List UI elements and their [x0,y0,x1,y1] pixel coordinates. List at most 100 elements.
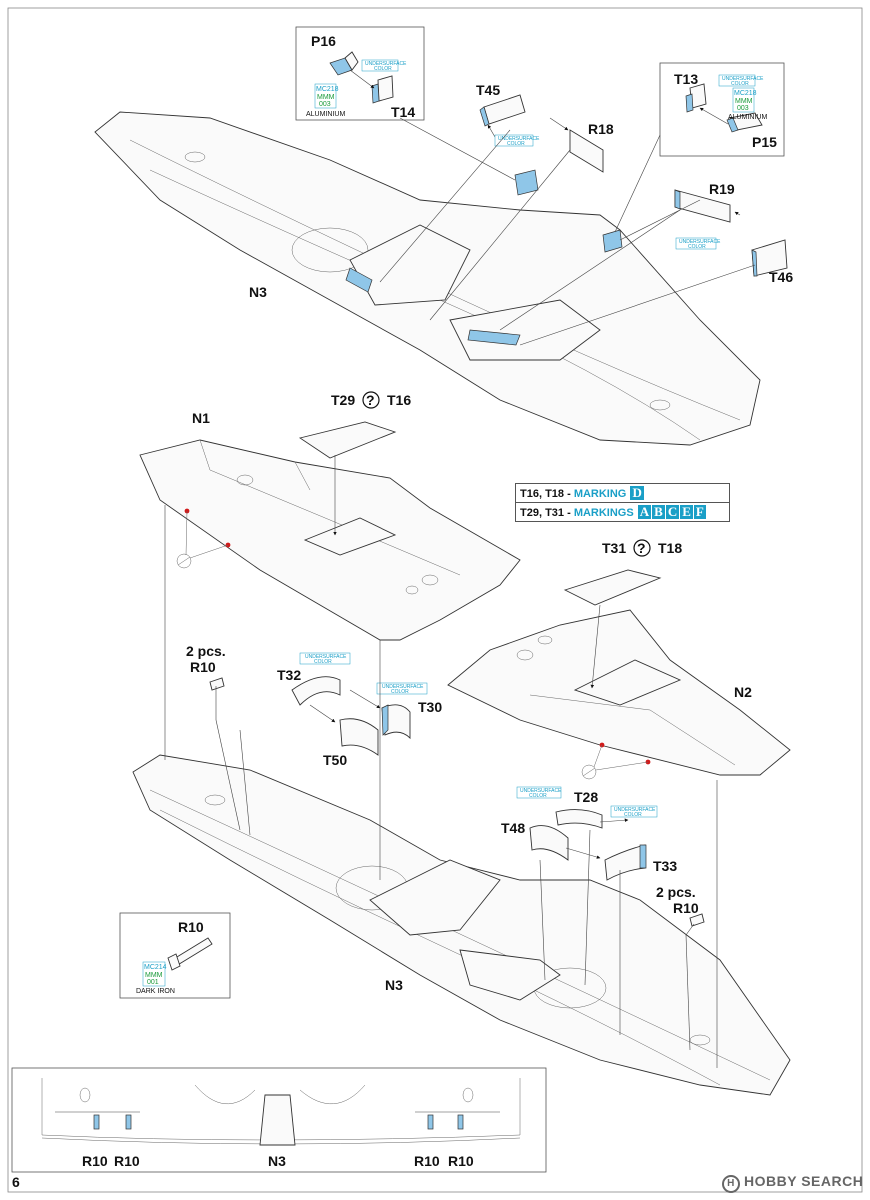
detail-view-wing [41,1078,521,1146]
label-r10-detail-4: R10 [448,1153,474,1169]
label-r10-detail-3: R10 [414,1153,440,1169]
part-t33 [604,844,647,881]
undersurface-note-t33: UNDERSURFACE [614,807,656,813]
marking-letter-c: C [665,504,680,519]
bottom-wing-assembly [132,754,791,1096]
part-t29-t16 [298,421,397,459]
svg-text:MC218: MC218 [734,90,757,97]
part-t30 [381,704,411,740]
svg-text:MC214: MC214 [144,964,167,971]
installed-t13-p15 [602,229,623,253]
svg-text:COLOR: COLOR [507,141,525,147]
undersurface-note-t14: UNDERSURFACE [365,61,407,67]
label-2pcs-left: 2 pcs. [186,643,226,659]
undersurface-note-t28: UNDERSURFACE [520,788,562,794]
page-border [7,7,863,1193]
label-t28: T28 [574,789,598,805]
svg-text:?: ? [637,540,646,556]
svg-text:ALUMINIUM: ALUMINIUM [728,114,767,121]
top-wing-assembly [94,111,761,446]
undersurface-note-t13: UNDERSURFACE [722,76,764,82]
marking-letter-b: B [652,504,665,519]
part-t28 [555,809,603,829]
label-p15: P15 [752,134,777,150]
svg-text:COLOR: COLOR [314,659,332,665]
svg-text:003: 003 [319,101,331,108]
svg-text:COLOR: COLOR [731,81,749,87]
marking-letter-d: D [630,485,644,500]
label-t32: T32 [277,667,301,683]
svg-text:MC218: MC218 [316,86,339,93]
marking-letter-f: F [693,504,706,519]
part-r19 [674,189,731,223]
part-p16 [329,51,359,76]
color-box-aluminium: MC218 MMM 003 ALUMINIUM [306,83,345,118]
part-r10-right [685,913,705,936]
part-r18 [569,129,604,173]
undersurface-note-t32: UNDERSURFACE [305,654,347,660]
svg-text:COLOR: COLOR [624,812,642,818]
svg-text:001: 001 [147,979,159,986]
undersurface-note-t46: UNDERSURFACE [679,239,721,245]
label-t48: T48 [501,820,525,836]
label-t45: T45 [476,82,500,98]
svg-text:COLOR: COLOR [688,244,706,250]
part-t14 [371,75,394,104]
markings-table: T16, T18 - MARKING D T29, T31 - MARKINGS… [515,483,730,522]
part-t31-t18 [563,569,662,606]
label-2pcs-right: 2 pcs. [656,884,696,900]
label-t50: T50 [323,752,347,768]
label-t33: T33 [653,858,677,874]
brand-name: HOBBY SEARCH [744,1173,864,1189]
label-t31: T31 [602,540,626,556]
label-r10-detail-2: R10 [114,1153,140,1169]
undersurface-note-t45: UNDERSURFACE [498,136,540,142]
part-t45 [479,94,526,127]
wing-n1 [139,439,521,641]
label-t18: T18 [658,540,682,556]
svg-text:MMM: MMM [145,972,163,979]
label-t13: T13 [674,71,698,87]
svg-text:COLOR: COLOR [374,66,392,72]
label-r19: R19 [709,181,735,197]
label-r18: R18 [588,121,614,137]
label-t46: T46 [769,269,793,285]
label-n2: N2 [734,684,752,700]
part-t46 [751,239,788,277]
undersurface-note-t30: UNDERSURFACE [382,684,424,690]
label-n3-detail: N3 [268,1153,286,1169]
installed-p16-t14 [514,169,539,196]
wing-n2 [447,609,791,780]
wheel-well-left [349,224,471,306]
part-t32 [291,676,341,706]
label-n3-top: N3 [249,284,267,300]
question-icon-1 [362,391,380,409]
svg-text:COLOR: COLOR [529,793,547,799]
label-n3-bottom: N3 [385,977,403,993]
marking-letter-a: A [637,504,652,519]
label-r10-right: R10 [673,900,699,916]
part-t13 [685,83,707,113]
label-t30: T30 [418,699,442,715]
page-number: 6 [12,1174,20,1190]
svg-text:?: ? [366,392,375,408]
svg-text:ALUMINIUM: ALUMINIUM [306,111,345,118]
svg-text:COLOR: COLOR [391,689,409,695]
label-r10-detail-1: R10 [82,1153,108,1169]
label-p16: P16 [311,33,336,49]
part-r10-left [209,677,225,720]
label-r10-left: R10 [190,659,216,675]
svg-text:MMM: MMM [735,98,753,105]
label-t29: T29 [331,392,355,408]
part-r10-detail [167,937,213,971]
part-t48 [529,825,569,861]
markings-row-1: T16, T18 - MARKING D [520,485,644,500]
label-r10-inset: R10 [178,919,204,935]
label-t16: T16 [387,392,411,408]
color-box-aluminium-2: MC218 MMM 003 ALUMINIUM [728,87,767,121]
color-box-dark-iron: MC214 MMM 001 DARK IRON [136,961,175,995]
brand-logo-icon: H [722,1175,740,1193]
